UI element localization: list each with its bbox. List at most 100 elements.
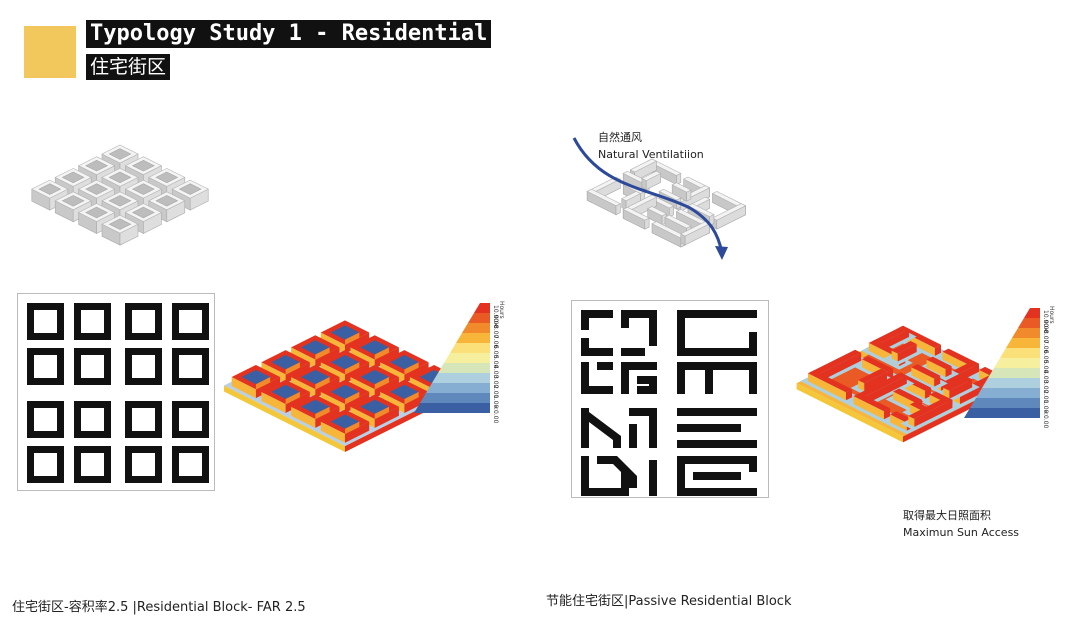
massing-bar — [711, 203, 747, 230]
massing-bar — [586, 188, 621, 216]
legend-swatch — [462, 323, 490, 333]
legend-swatch — [426, 383, 490, 393]
passive-sun-hours-analysis: Hours10.00<9.008.007.006.005.004.003.002… — [796, 306, 1055, 443]
courtyard-block — [172, 401, 209, 438]
legend-swatch — [420, 393, 490, 403]
courtyard-block — [27, 303, 64, 340]
legend-label: 3.00 — [1042, 380, 1049, 394]
massing-bar — [680, 221, 711, 246]
legend-swatch — [444, 353, 490, 363]
courtyard-block — [172, 348, 209, 385]
legend-label: 4.00 — [492, 365, 499, 379]
courtyard-block — [125, 303, 162, 340]
ventilation-arrow — [572, 137, 724, 254]
heat-bar — [903, 364, 948, 391]
legend-swatch — [994, 358, 1040, 368]
accent-square — [24, 26, 76, 78]
legend-label: 7.00 — [492, 335, 499, 349]
residential-massing-model — [31, 144, 209, 246]
legend-swatch — [1018, 318, 1040, 328]
legend-swatch — [450, 343, 490, 353]
legend-swatch — [1012, 328, 1040, 338]
legend-swatch — [976, 388, 1040, 398]
legend-swatch — [964, 408, 1040, 418]
sun-access-label-en: Maximun Sun Access — [903, 526, 1020, 539]
legend-label: 10.00< — [492, 305, 499, 327]
page-title: Typology Study 1 - Residential — [86, 20, 492, 48]
courtyard-block — [27, 446, 64, 483]
courtyard-block — [125, 401, 162, 438]
legend-swatch — [474, 303, 490, 313]
courtyard-block — [74, 446, 111, 483]
courtyard-block — [125, 446, 162, 483]
heat-bar — [850, 368, 895, 395]
sun-hours-legend: Hours10.00<9.008.007.006.005.004.003.002… — [414, 301, 505, 424]
legend-label: 3.00 — [492, 375, 499, 389]
courtyard-block — [74, 401, 111, 438]
legend-swatch — [414, 403, 490, 413]
ventilation-label-en: Natural Ventilatiion — [598, 148, 704, 161]
courtyard-block — [125, 348, 162, 385]
massing-block — [101, 214, 139, 246]
sun-hours-legend: Hours10.00<9.008.007.006.005.004.003.002… — [964, 306, 1055, 429]
residential-figure-ground-plan — [17, 293, 215, 491]
legend-label: 4.00 — [1042, 370, 1049, 384]
legend-label: 5.00 — [492, 355, 499, 369]
legend-swatch — [970, 398, 1040, 408]
courtyard-block — [27, 348, 64, 385]
massing-bar — [651, 221, 686, 248]
heat-bar — [918, 356, 960, 381]
residential-sun-hours-analysis: Hours10.00<9.008.007.006.005.004.003.002… — [224, 301, 505, 452]
legend-swatch — [982, 378, 1040, 388]
legend-label: 6.00 — [1042, 350, 1049, 364]
legend-swatch — [432, 373, 490, 383]
heat-bar — [884, 341, 925, 366]
legend-label: 1.00 — [492, 395, 499, 409]
passive-figure-ground-plan — [571, 300, 769, 498]
legend-swatch — [456, 333, 490, 343]
heat-block — [261, 379, 310, 413]
residential-block-caption: 住宅街区-容积率2.5 |Residential Block- FAR 2.5 — [12, 600, 306, 615]
massing-block — [124, 179, 163, 211]
legend-label: 7.00 — [1042, 340, 1049, 354]
heat-bar — [900, 396, 960, 431]
legend-swatch — [988, 368, 1040, 378]
heat-bar — [935, 376, 980, 403]
legend-label: 5.00 — [1042, 360, 1049, 374]
legend-swatch — [1006, 338, 1040, 348]
legend-label: 1.00 — [1042, 400, 1049, 414]
legend-label: 8.00 — [492, 325, 499, 339]
massing-bar — [641, 170, 662, 191]
legend-label: 6.00 — [492, 345, 499, 359]
courtyard-block — [74, 303, 111, 340]
massing-bar — [671, 182, 692, 202]
legend-label: <0.00 — [1042, 410, 1049, 429]
passive-massing-model — [572, 137, 747, 260]
legend-label: 8.00 — [1042, 330, 1049, 344]
courtyard-block — [74, 348, 111, 385]
passive-block-caption: 节能住宅街区|Passive Residential Block — [546, 594, 792, 609]
legend-label: 2.00 — [492, 385, 499, 399]
courtyard-block — [172, 446, 209, 483]
legend-label: <0.00 — [492, 405, 499, 424]
legend-swatch — [438, 363, 490, 373]
legend-swatch — [1000, 348, 1040, 358]
legend-swatch — [1024, 308, 1040, 318]
legend-label: 9.00 — [492, 315, 499, 329]
legend-label: 2.00 — [1042, 390, 1049, 404]
legend-label: 10.00< — [1042, 310, 1049, 332]
massing-bar — [621, 191, 642, 211]
legend-label: 9.00 — [1042, 320, 1049, 334]
page-subtitle: 住宅街区 — [86, 54, 171, 80]
heat-bar — [846, 393, 898, 423]
legend-unit: Hours — [1048, 306, 1055, 324]
legend-unit: Hours — [498, 301, 505, 319]
legend-swatch — [468, 313, 490, 323]
sun-access-label-zh: 取得最大日照面积 — [903, 509, 991, 522]
heat-block — [350, 394, 399, 428]
ventilation-arrowhead — [715, 246, 728, 260]
courtyard-block — [27, 401, 64, 438]
courtyard-block — [172, 303, 209, 340]
massing-bar — [622, 206, 650, 230]
ventilation-label-zh: 自然通风 — [598, 131, 642, 144]
